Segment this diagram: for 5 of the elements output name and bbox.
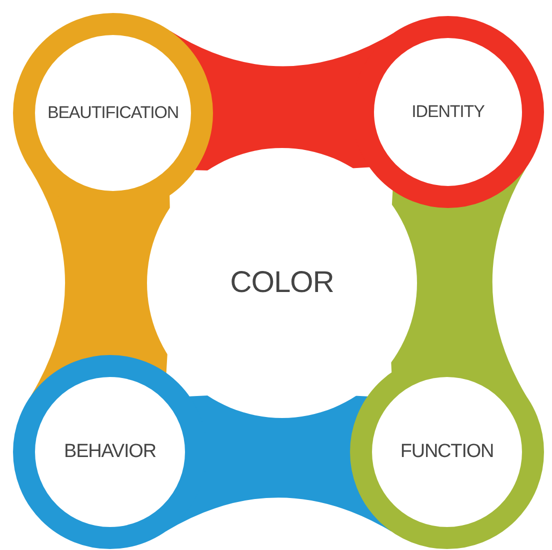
node-label: BEAUTIFICATION	[47, 103, 179, 123]
node-label: FUNCTION	[400, 441, 494, 463]
node-label: BEHAVIOR	[64, 441, 156, 463]
node-label: COLOR	[230, 266, 334, 300]
node-label: IDENTITY	[412, 102, 484, 122]
